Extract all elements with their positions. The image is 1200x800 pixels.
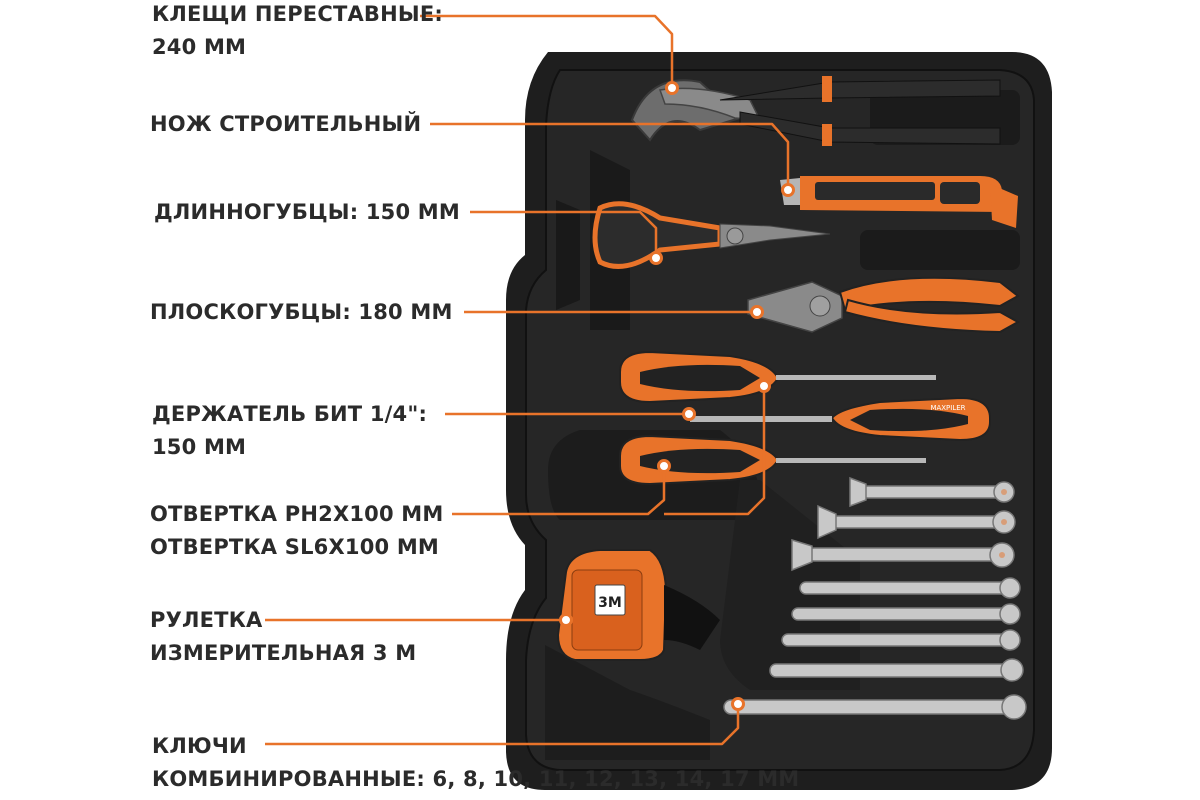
bit-holder-brand: MAXPILER: [930, 404, 965, 412]
label-utility-knife: НОЖ СТРОИТЕЛЬНЫЙ: [150, 112, 421, 137]
label-wrenches: КЛЮЧИ КОМБИНИРОВАННЫЕ: 6, 8, 10, 11, 12,…: [152, 734, 799, 792]
label-line: ДЕРЖАТЕЛЬ БИТ 1/4":: [152, 402, 428, 426]
leader-screwdriver-bottom: [452, 468, 666, 516]
combination-pliers: [747, 276, 1021, 334]
adjustable-pliers: [630, 76, 1001, 146]
marker-wrenches: [731, 697, 745, 711]
label-line: ПЛОСКОГУБЦЫ: 180 ММ: [150, 300, 453, 324]
marker-combination-pliers: [750, 305, 764, 319]
label-long-nose-pliers: ДЛИННОГУБЦЫ: 150 ММ: [154, 200, 460, 225]
tape-measure: 3M: [556, 549, 720, 661]
screwdriver-top: [619, 350, 936, 404]
leader-long-nose-pliers: [470, 210, 658, 256]
label-bit-holder: ДЕРЖАТЕЛЬ БИТ 1/4": 150 ММ: [152, 402, 427, 460]
marker-adjustable-pliers: [665, 81, 679, 95]
label-line: НОЖ СТРОИТЕЛЬНЫЙ: [150, 112, 422, 136]
label-screwdrivers: ОТВЕРТКА PH2X100 ММ ОТВЕРТКА SL6X100 ММ: [150, 502, 443, 560]
label-line: РУЛЕТКА: [150, 608, 263, 632]
marker-bit-holder: [682, 407, 696, 421]
leader-adjustable-pliers: [420, 14, 674, 86]
label-line: ДЛИННОГУБЦЫ: 150 ММ: [154, 200, 460, 224]
label-line: КЛЕЩИ ПЕРЕСТАВНЫЕ:: [152, 2, 444, 26]
leader-lines: [265, 14, 790, 746]
marker-tape-measure: [559, 613, 573, 627]
leader-utility-knife: [430, 122, 790, 188]
leader-screwdriver-top: [664, 388, 766, 516]
label-line: ОТВЕРТКА PH2X100 ММ: [150, 502, 444, 526]
marker-long-nose-pliers: [649, 251, 663, 265]
label-line: КЛЮЧИ: [152, 734, 247, 758]
label-combination-pliers: ПЛОСКОГУБЦЫ: 180 ММ: [150, 300, 453, 325]
label-line: КОМБИНИРОВАННЫЕ: 6, 8, 10, 11, 12, 13, 1…: [152, 767, 800, 792]
label-line: 150 ММ: [152, 435, 247, 460]
label-line: ИЗМЕРИТЕЛЬНАЯ 3 М: [150, 641, 417, 666]
label-tape-measure: РУЛЕТКА ИЗМЕРИТЕЛЬНАЯ 3 М: [150, 608, 416, 666]
long-nose-pliers: [592, 201, 831, 269]
tape-length-mark: 3M: [598, 595, 622, 611]
combination-wrenches: [723, 476, 1027, 720]
label-adjustable-pliers: КЛЕЩИ ПЕРЕСТАВНЫЕ: 240 ММ: [152, 2, 443, 60]
leader-markers: [559, 81, 795, 711]
label-line: ОТВЕРТКА SL6X100 ММ: [150, 535, 440, 560]
leader-wrenches: [265, 706, 740, 746]
marker-screwdriver-top: [757, 379, 771, 393]
marker-screwdriver-bottom: [657, 459, 671, 473]
marker-utility-knife: [781, 183, 795, 197]
bit-holder: MAXPILER: [690, 396, 991, 442]
label-line: 240 ММ: [152, 35, 247, 60]
